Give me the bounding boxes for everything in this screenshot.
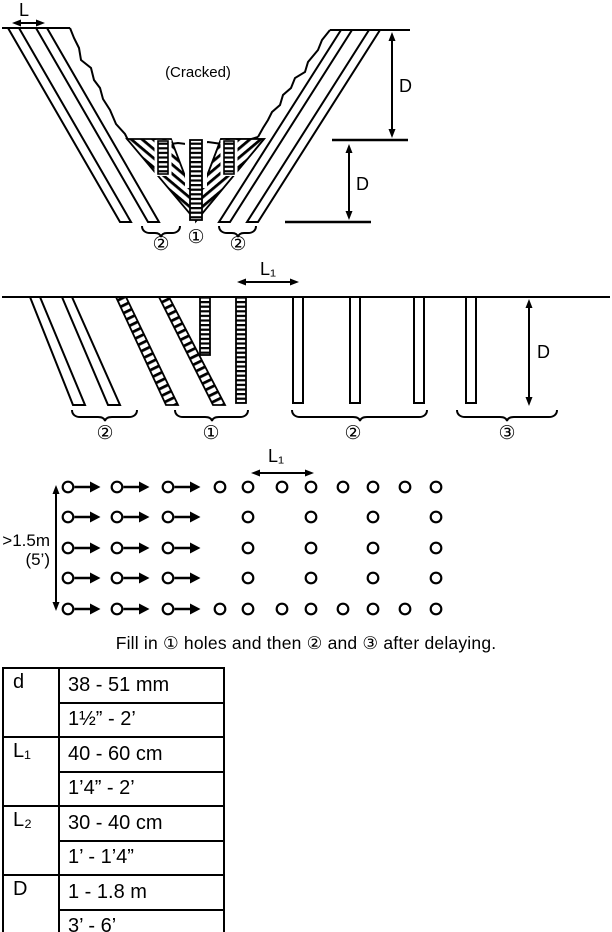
short-hole-left [157,140,169,175]
table-row: 1½” - 2’ [3,701,225,738]
cross-section-cracked-diagram: L (Cracked) D D ① ② ② [2,0,412,252]
group2-right-brace [291,409,428,422]
group-brace-right [218,225,257,238]
spec-value-l1-imperial: 1’4” - 2’ [58,770,225,807]
stemmed-vertical-hole-1 [199,296,211,356]
group1-brace [174,409,249,422]
group-left-number: ② [152,234,169,252]
spec-value-l2-imperial: 1’ - 1’4” [58,839,225,876]
crack-face-right [257,29,331,138]
spec-value-l1-metric: 40 - 60 cm [58,736,225,773]
depth-dimension: D [525,299,550,406]
plan-spacing-label: L₁ [268,446,284,466]
dimension-spec-table: d 38 - 51 mm 1½” - 2’ L₁ 40 - 60 cm 1’4”… [2,667,225,932]
spec-value-D-metric: 1 - 1.8 m [58,874,225,911]
table-row: L₂ 30 - 40 cm [2,805,225,876]
depth-dimension-upper-label: D [399,76,412,96]
slant-holes-left [28,296,122,406]
group2-left-number: ② [96,423,113,444]
burden-dimension: L [12,0,45,27]
spec-label-l1: L₁ [2,736,60,807]
plan-spacing-dimension: L₁ [251,446,314,477]
spec-label-D: D [2,874,60,932]
row-span-imperial-label: (5’) [25,550,50,569]
vertical-holes-right [292,296,477,404]
table-row: 1’ - 1’4” [3,839,225,876]
table-row: L₁ 40 - 60 cm [2,736,225,807]
depth-dimension-lower-label: D [356,174,369,194]
table-row: d 38 - 51 mm [2,667,225,738]
contour-holes-right [217,29,382,223]
spacing-dimension: L₁ [237,259,299,286]
spacing-dimension-label: L₁ [260,259,276,279]
crack-face-left [69,27,129,141]
spec-value-l2-metric: 30 - 40 cm [58,805,225,842]
table-row: D 1 - 1.8 m [2,874,225,932]
depth-dimension-upper: D [388,32,412,138]
group2-left-brace [71,409,138,422]
spec-label-d: d [2,667,60,738]
spec-label-l2: L₂ [2,805,60,876]
group-center-number: ① [187,227,204,248]
depth-dimension-lower: D [345,144,369,220]
row-span-metric-label: >1.5m [2,531,50,550]
table-row: 3’ - 6’ [3,908,225,932]
plain-hole-grid [213,480,443,616]
initiation-arrow-holes [61,480,202,616]
group2-right-number: ② [344,423,361,444]
spec-value-d-metric: 38 - 51 mm [58,667,225,704]
plan-view-hole-grid: L₁ >1.5m (5’) [2,446,443,616]
burden-dimension-label: L [19,0,29,20]
cross-section-rows-diagram: L₁ D [2,259,610,444]
figure-caption: Fill in ① holes and then ② and ③ after d… [115,633,497,653]
row-span-dimension: >1.5m (5’) [2,485,60,611]
group1-number: ① [202,423,219,444]
contour-holes-left [6,27,161,223]
center-hole-1 [189,139,203,221]
spec-value-D-imperial: 3’ - 6’ [58,908,225,932]
table-row: 1’4” - 2’ [3,770,225,807]
group-right-number: ② [229,234,246,252]
group3-brace [456,409,558,422]
spec-value-d-imperial: 1½” - 2’ [58,701,225,738]
stemmed-vertical-hole-2 [235,296,247,404]
group-brace-left [141,225,181,238]
short-hole-right [223,140,235,175]
depth-dimension-label: D [537,342,550,362]
group3-number: ③ [498,423,515,444]
cracked-region-label: (Cracked) [165,64,231,81]
